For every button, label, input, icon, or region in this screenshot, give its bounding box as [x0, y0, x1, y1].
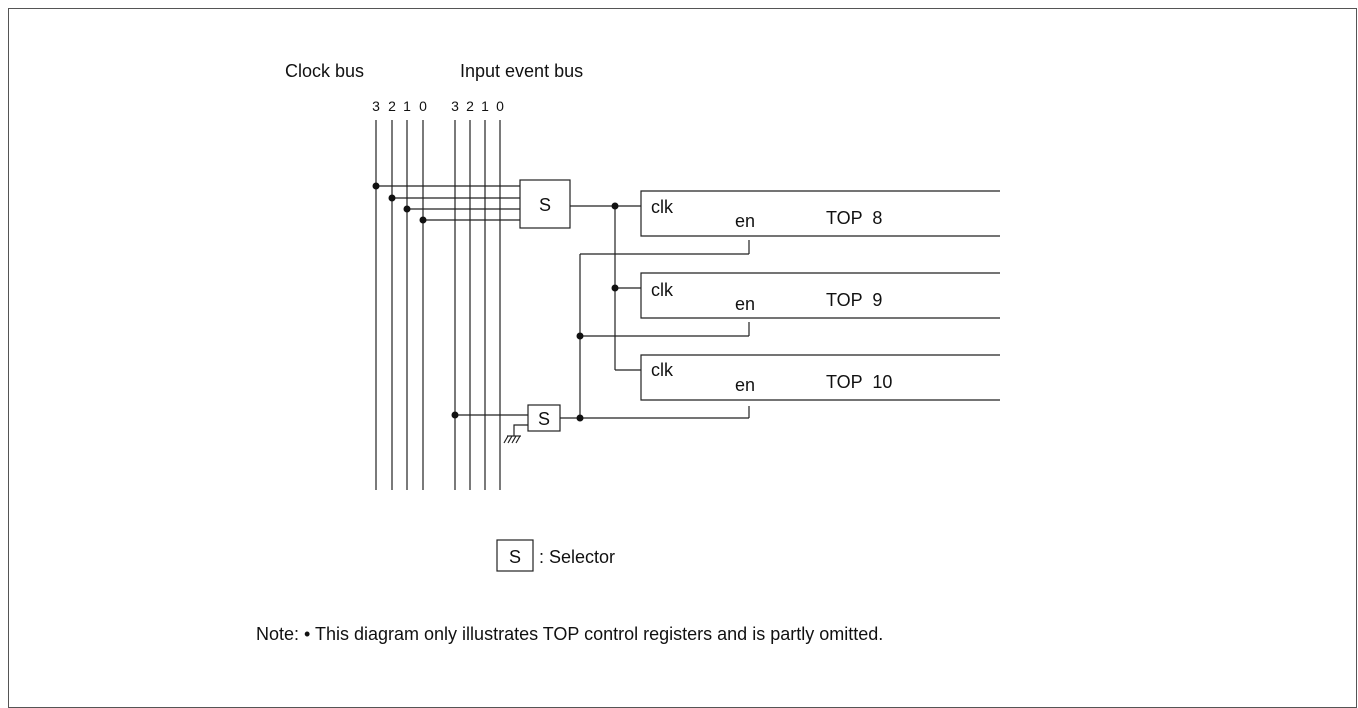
top-diagram: Clock bus Input event bus 3 2 1 0 3 2 1 … [256, 61, 1000, 644]
clock-tap-dot-0 [419, 216, 427, 224]
clock-distribution-wires [570, 202, 641, 371]
clock-bit-0: 0 [419, 98, 427, 114]
event-bit-0: 0 [496, 98, 504, 114]
event-selector-input [451, 411, 528, 419]
top-9-en-label: en [735, 294, 755, 314]
clock-bus-label: Clock bus [285, 61, 364, 81]
enable-distribution-wires [560, 240, 750, 422]
event-bit-1: 1 [481, 98, 489, 114]
clock-bit-2: 2 [388, 98, 396, 114]
top-8-en-label: en [735, 211, 755, 231]
ground-icon [503, 424, 528, 444]
clock-bit-3: 3 [372, 98, 380, 114]
clock-bus-lines [375, 120, 424, 490]
top-8-clk-label: clk [651, 197, 674, 217]
enable-junction-dot-1 [576, 414, 584, 422]
top-10-register: clk en TOP 10 [640, 354, 1000, 401]
enable-junction-dot-2 [576, 332, 584, 340]
top-10-clk-label: clk [651, 360, 674, 380]
clock-selector-label: S [539, 195, 551, 215]
clock-tap-dot-1 [403, 205, 411, 213]
clock-bit-1: 1 [403, 98, 411, 114]
top-8-register: clk en TOP 8 [640, 190, 1000, 237]
legend-selector-box [496, 539, 534, 572]
event-bit-2: 2 [466, 98, 474, 114]
event-tap-dot [451, 411, 459, 419]
input-event-bus-lines [454, 120, 501, 490]
top-10-en-label: en [735, 375, 755, 395]
top-9-register: clk en TOP 9 [640, 272, 1000, 319]
top-10-name: TOP 10 [826, 372, 892, 392]
diagram-note: Note: • This diagram only illustrates TO… [256, 624, 883, 644]
input-event-bus-label: Input event bus [460, 61, 583, 81]
enable-selector-label: S [538, 409, 550, 429]
event-bit-3: 3 [451, 98, 459, 114]
clock-tap-dot-3 [372, 182, 380, 190]
legend-text: : Selector [539, 547, 615, 567]
top-9-clk-label: clk [651, 280, 674, 300]
clock-junction-dot-1 [611, 202, 619, 210]
top-9-name: TOP 9 [826, 290, 882, 310]
clock-selector-inputs [372, 182, 520, 224]
legend-selector-symbol: S [509, 547, 521, 567]
clock-selector-box [519, 179, 571, 229]
clock-tap-dot-2 [388, 194, 396, 202]
clock-junction-dot-2 [611, 284, 619, 292]
top-8-name: TOP 8 [826, 208, 882, 228]
legend: S : Selector [496, 539, 615, 572]
